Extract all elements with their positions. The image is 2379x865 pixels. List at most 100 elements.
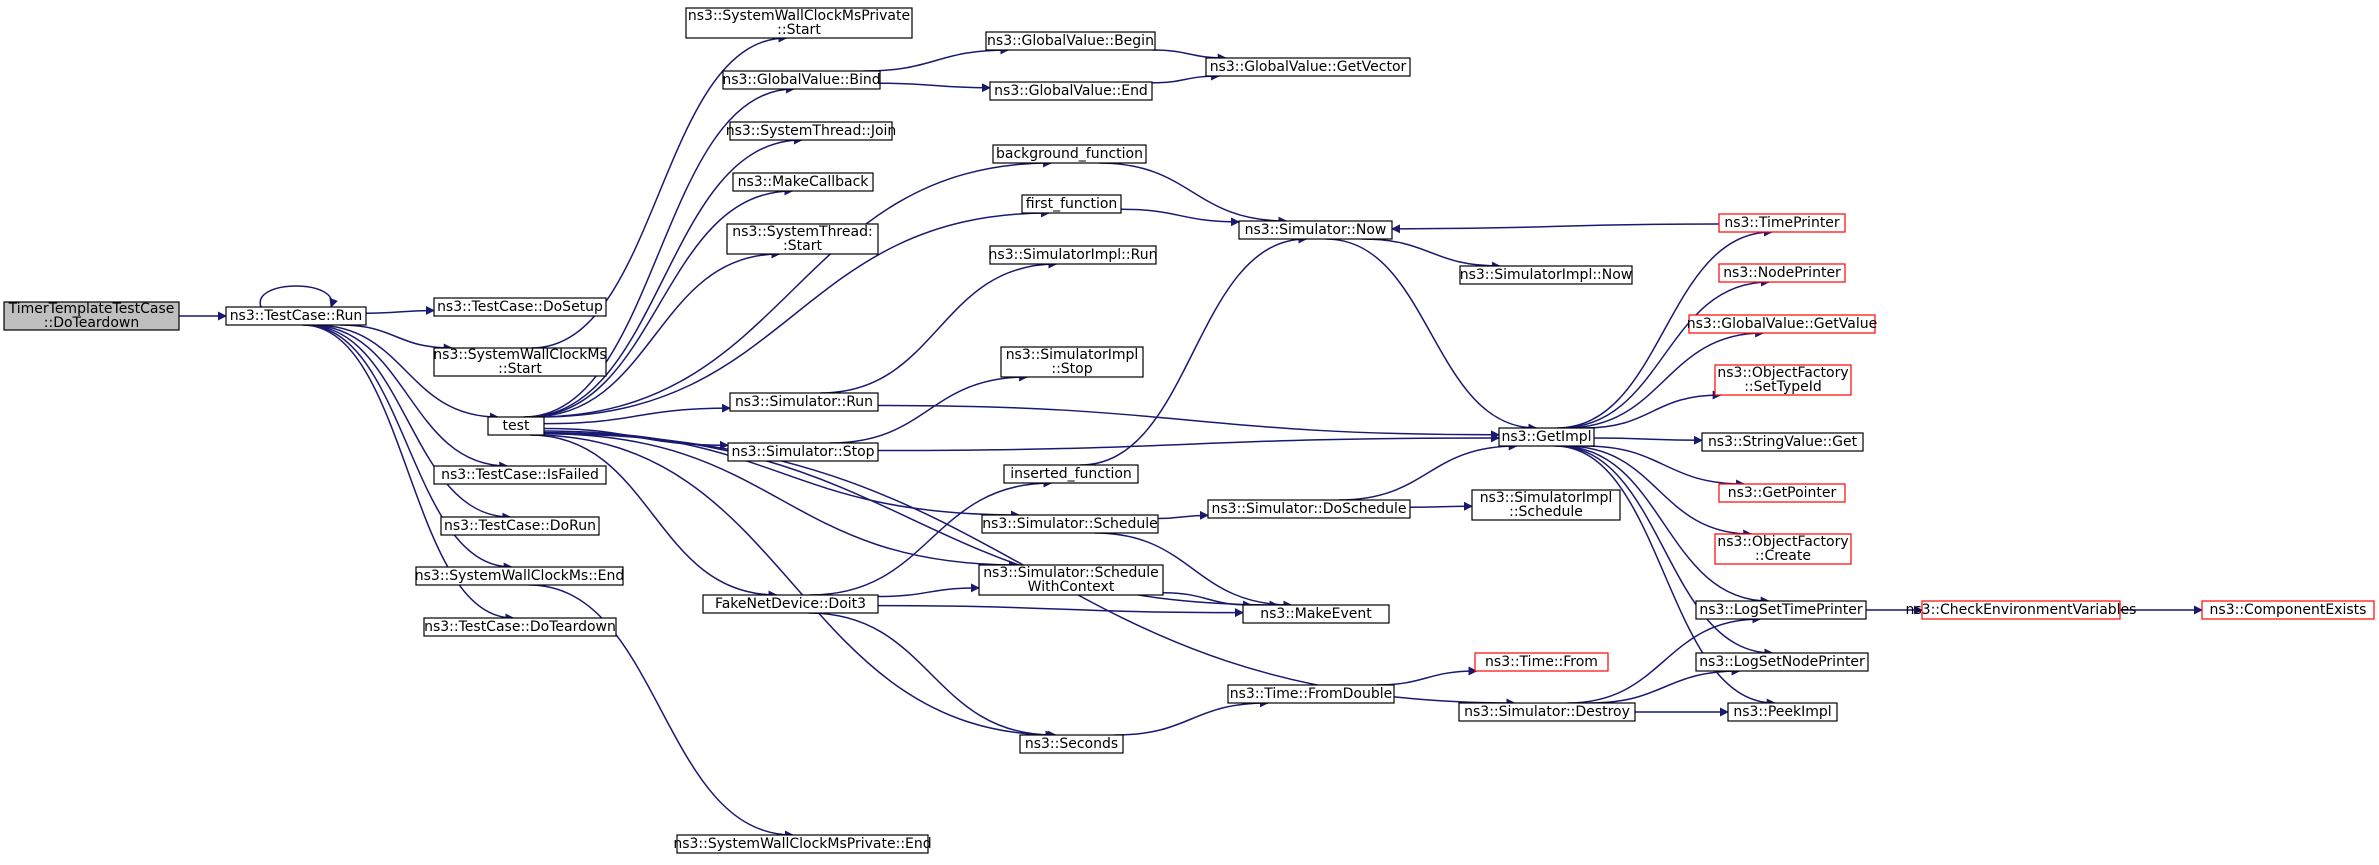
edge-testcase_run-to-swc_end (303, 324, 513, 572)
node-sim_destroy[interactable]: ns3::Simulator::Destroy (1458, 702, 1636, 722)
node-label: ns3::Simulator::Stop (731, 444, 874, 460)
node-testcase_dosetup[interactable]: ns3::TestCase::DoSetup (433, 297, 607, 317)
node-fnd_doit3[interactable]: FakeNetDevice::Doit3 (702, 594, 879, 614)
node-sim_now[interactable]: ns3::Simulator::Now (1238, 220, 1393, 240)
edge-fnd_doit3-to-sim_schedulewc (877, 583, 980, 598)
node-label: ns3::GlobalValue::GetVector (1210, 59, 1407, 75)
node-test[interactable]: test (487, 416, 545, 436)
node-peekimpl[interactable]: ns3::PeekImpl (1727, 702, 1838, 722)
node-simimpl_now[interactable]: ns3::SimulatorImpl::Now (1459, 265, 1633, 285)
node-label: ns3::Simulator::Destroy (1464, 704, 1630, 720)
node-label: TimerTemplateTestCase (8, 301, 175, 317)
node-gv_end[interactable]: ns3::GlobalValue::End (989, 81, 1153, 101)
edge-getimpl-to-gv_getvalue (1565, 328, 1765, 429)
node-getpointer[interactable]: ns3::GetPointer (1718, 483, 1846, 503)
node-box (1714, 533, 1852, 565)
node-label: ns3::ComponentExists (2210, 602, 2367, 618)
node-componentexists[interactable]: ns3::ComponentExists (2201, 600, 2375, 620)
edge-sim_doschedule-to-simimpl_schedule (1409, 501, 1473, 511)
node-box (1688, 314, 1876, 334)
node-box (1003, 464, 1139, 484)
node-gv_begin[interactable]: ns3::GlobalValue::Begin (985, 31, 1156, 51)
edge-sim_run-to-simimpl_run (820, 259, 1058, 394)
node-label: FakeNetDevice::Doit3 (715, 596, 866, 612)
node-label: ns3::SimulatorImpl (1006, 347, 1139, 363)
node-st_start[interactable]: ns3::SystemThread::Start (726, 223, 879, 255)
node-gv_getvalue[interactable]: ns3::GlobalValue::GetValue (1687, 314, 1877, 334)
node-label: ns3::Time::FromDouble (1230, 686, 1393, 702)
node-box (732, 172, 874, 192)
node-box (1227, 684, 1395, 704)
node-swc_end[interactable]: ns3::SystemWallClockMs::End (415, 566, 624, 586)
node-gv_bind[interactable]: ns3::GlobalValue::Bind (722, 70, 881, 90)
node-of_create[interactable]: ns3::ObjectFactory::Create (1714, 533, 1852, 565)
node-time_from[interactable]: ns3::Time::From (1474, 652, 1609, 672)
node-sim_stop[interactable]: ns3::Simulator::Stop (727, 442, 879, 462)
node-logsettimeprinter[interactable]: ns3::LogSetTimePrinter (1695, 600, 1867, 620)
node-box (1205, 57, 1411, 77)
edge-testcase_run-to-testcase_dorun (305, 324, 512, 522)
edge-test-to-background_function (534, 158, 1053, 418)
node-label: ns3::Simulator::Now (1245, 222, 1387, 238)
node-testcase_doteardown[interactable]: ns3::TestCase::DoTeardown (423, 617, 617, 637)
edge-gv_bind-to-gv_end (879, 82, 991, 93)
node-swcp_end[interactable]: ns3::SystemWallClockMsPrivate::End (673, 834, 932, 854)
node-logsetnodeprinter[interactable]: ns3::LogSetNodePrinter (1695, 652, 1869, 672)
node-label: background_function (996, 146, 1143, 162)
edge-getimpl-to-timeprinter (1556, 227, 1773, 429)
node-first_function[interactable]: first_function (1021, 194, 1122, 214)
node-box (2201, 600, 2375, 620)
node-box (1207, 499, 1411, 519)
node-of_settypeid[interactable]: ns3::ObjectFactory::SetTypeId (1714, 364, 1852, 396)
node-label: ::DoTeardown (44, 315, 139, 331)
edge-test-to-makecallback (526, 186, 794, 418)
node-makecallback[interactable]: ns3::MakeCallback (732, 172, 874, 192)
node-seconds[interactable]: ns3::Seconds (1019, 734, 1124, 754)
node-box (1718, 213, 1846, 233)
edge-test-to-st_start (529, 249, 781, 418)
node-inserted_function[interactable]: inserted_function (1003, 464, 1139, 484)
edge-fnd_doit3-to-inserted_function (809, 478, 1053, 596)
edge-test-to-st_join (524, 135, 803, 418)
edge-time_fromdouble-to-time_from (1375, 666, 1478, 686)
node-makeevent[interactable]: ns3::MakeEvent (1242, 604, 1390, 624)
node-simimpl_run[interactable]: ns3::SimulatorImpl::Run (989, 245, 1158, 265)
node-label: ns3::Time::From (1485, 654, 1598, 670)
node-label: ns3::TimePrinter (1724, 215, 1840, 231)
node-testcase_isfailed[interactable]: ns3::TestCase::IsFailed (433, 465, 607, 485)
node-label: ns3::CheckEnvironmentVariables (1906, 602, 2137, 618)
node-root[interactable]: TimerTemplateTestCase::DoTeardown (3, 301, 180, 331)
node-st_join[interactable]: ns3::SystemThread::Join (726, 121, 897, 141)
node-nodeprinter[interactable]: ns3::NodePrinter (1718, 263, 1846, 283)
node-label: ::Create (1755, 548, 1811, 564)
node-checkenv[interactable]: ns3::CheckEnvironmentVariables (1906, 600, 2137, 620)
node-swcp_start[interactable]: ns3::SystemWallClockMsPrivate::Start (685, 7, 913, 39)
node-sim_schedule[interactable]: ns3::Simulator::Schedule (981, 514, 1159, 534)
node-stringvalue_get[interactable]: ns3::StringValue::Get (1701, 432, 1864, 452)
node-sim_doschedule[interactable]: ns3::Simulator::DoSchedule (1207, 499, 1411, 519)
edge-sim_destroy-to-logsettimeprinter (1567, 614, 1762, 704)
node-label: ns3::SystemWallClockMsPrivate (688, 8, 910, 24)
node-gv_getvector[interactable]: ns3::GlobalValue::GetVector (1205, 57, 1411, 77)
node-box (433, 347, 607, 377)
node-background_function[interactable]: background_function (992, 144, 1147, 164)
node-label: ns3::LogSetNodePrinter (1699, 654, 1865, 670)
node-simimpl_schedule[interactable]: ns3::SimulatorImpl::Schedule (1471, 489, 1621, 521)
edge-testcase_run-to-testcase_run (259, 285, 338, 308)
node-label: ns3::SystemThread::Join (726, 123, 897, 139)
node-label: ::Schedule (1509, 504, 1583, 520)
node-testcase_run[interactable]: ns3::TestCase::Run (225, 306, 367, 326)
edge-getimpl-to-peekimpl (1554, 445, 1776, 708)
node-sim_run[interactable]: ns3::Simulator::Run (729, 392, 879, 412)
node-time_fromdouble[interactable]: ns3::Time::FromDouble (1227, 684, 1395, 704)
edge-testcase_run-to-test (313, 324, 499, 422)
node-simimpl_stop[interactable]: ns3::SimulatorImpl::Stop (1000, 346, 1144, 378)
node-label: ns3::Seconds (1025, 736, 1118, 752)
node-getimpl[interactable]: ns3::GetImpl (1498, 427, 1595, 447)
node-timeprinter[interactable]: ns3::TimePrinter (1718, 213, 1846, 233)
node-label: ns3::GetPointer (1728, 485, 1837, 501)
node-swc_start[interactable]: ns3::SystemWallClockMs::Start (433, 347, 606, 377)
node-box (1019, 734, 1124, 754)
node-testcase_dorun[interactable]: ns3::TestCase::DoRun (440, 516, 600, 536)
